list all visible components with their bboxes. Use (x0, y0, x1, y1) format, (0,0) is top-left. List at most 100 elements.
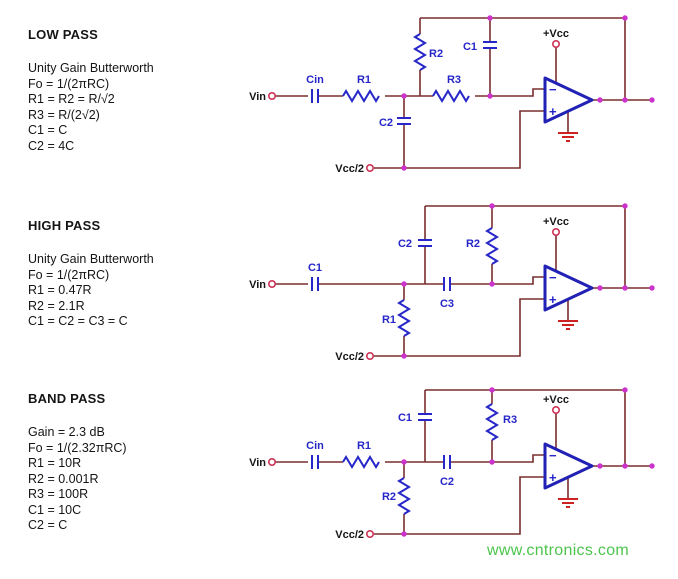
hp-vcc-label: +Vcc (543, 216, 569, 228)
bp-r3-resistor-symbol (485, 403, 499, 441)
lowpass-circuit: Vin Cin R1 R3 R2 C1 C2 +Vcc Vcc/2 − + (249, 15, 655, 175)
note-line: R1 = R2 = R/√2 (28, 92, 115, 106)
lp-c1-label: C1 (463, 41, 477, 53)
junction-dot (622, 387, 628, 393)
bp-vcc-label: +Vcc (543, 394, 569, 406)
junction-dot (649, 285, 655, 291)
hp-r1-resistor-symbol (397, 299, 411, 337)
lp-c2-label: C2 (379, 117, 393, 129)
note-line: Fo = 1/(2πRC) (28, 267, 110, 282)
bp-c2-label: C2 (440, 476, 454, 488)
junction-dot (649, 463, 655, 469)
lp-c1-capacitor-symbol (483, 41, 497, 49)
junction-dot (597, 463, 603, 469)
junction-dot (649, 97, 655, 103)
lp-cin-capacitor-symbol (311, 89, 319, 103)
hp-c1-label: C1 (308, 262, 322, 274)
bp-ground-icon (558, 498, 578, 508)
bandpass-title: BAND PASS (28, 391, 106, 406)
junction-dot (401, 93, 407, 99)
note-line: C2 = C (28, 518, 68, 532)
lp-cin-label: Cin (306, 74, 324, 86)
note-line: Gain = 2.3 dB (28, 425, 105, 439)
bp-r2-label: R2 (382, 491, 396, 503)
lp-vin-label: Vin (249, 91, 266, 103)
junction-dot (622, 285, 628, 291)
lp-opamp-minus: − (549, 82, 557, 97)
hp-r2-label: R2 (466, 238, 480, 250)
junction-dot (487, 15, 493, 21)
highpass-circuit: Vin C1 C3 C2 R2 R1 +Vcc Vcc/2 − + (249, 203, 655, 363)
note-line: R1 = 0.47R (28, 283, 92, 297)
bp-junction-dots (401, 387, 655, 537)
note-line: Unity Gain Butterworth (28, 252, 154, 266)
hp-opamp-triangle (543, 264, 594, 312)
lp-bias-label: Vcc/2 (335, 163, 364, 175)
lp-ground-icon (558, 132, 578, 142)
junction-dot (487, 93, 493, 99)
junction-dot (489, 459, 495, 465)
note-line: C2 = 4C (28, 138, 75, 153)
hp-vin-label: Vin (249, 279, 266, 291)
note-line: C1 = 10C (28, 502, 82, 517)
note-line: R3 = R/(2√2) (28, 107, 100, 122)
watermark-url: www.cntronics.com (487, 542, 630, 559)
bp-vin-label: Vin (249, 457, 266, 469)
junction-dot (622, 97, 628, 103)
bp-r1-label: R1 (357, 440, 371, 452)
lowpass-formulas: Unity Gain Butterworth Fo = 1/(2πRC) R1 … (28, 61, 258, 154)
hp-c3-label: C3 (440, 298, 454, 310)
hp-ground-icon (558, 320, 578, 330)
bp-c1-capacitor-symbol (418, 413, 432, 421)
bp-r3-label: R3 (503, 414, 517, 426)
hp-wires (275, 205, 653, 357)
bp-c2-capacitor-symbol (443, 455, 451, 469)
hp-vin-terminal (267, 279, 276, 288)
lp-vcc-label: +Vcc (543, 28, 569, 40)
bp-vcc-terminal (551, 405, 560, 414)
note-line: C1 = C2 = C3 = C (28, 314, 128, 328)
lowpass-notes: LOW PASS Unity Gain Butterworth Fo = 1/(… (28, 27, 258, 154)
junction-dot (622, 203, 628, 209)
junction-dot (401, 459, 407, 465)
lp-r2-resistor-symbol (413, 33, 427, 71)
hp-bias-label: Vcc/2 (335, 351, 364, 363)
hp-opamp-plus: + (549, 292, 557, 307)
hp-c2-capacitor-symbol (418, 239, 432, 247)
lp-c2-capacitor-symbol (397, 117, 411, 125)
bp-c1-label: C1 (398, 412, 412, 424)
hp-r1-label: R1 (382, 314, 396, 326)
lp-bias-terminal (365, 164, 374, 173)
junction-dot (489, 281, 495, 287)
junction-dot (401, 165, 407, 171)
bp-cin-capacitor-symbol (311, 455, 319, 469)
lp-r1-label: R1 (357, 74, 371, 86)
bp-wires (275, 389, 653, 535)
hp-vcc-terminal (551, 228, 560, 237)
lp-junction-dots (401, 15, 655, 171)
bandpass-circuit: Vin Cin R1 C2 C1 R3 R2 +Vcc Vcc/2 − + (249, 387, 655, 541)
junction-dot (489, 203, 495, 209)
junction-dot (401, 281, 407, 287)
junction-dot (597, 97, 603, 103)
highpass-notes: HIGH PASS Unity Gain Butterworth Fo = 1/… (28, 218, 258, 330)
junction-dot (622, 463, 628, 469)
lp-r2-label: R2 (429, 48, 443, 60)
lowpass-title: LOW PASS (28, 27, 98, 42)
bp-r1-resistor-symbol (342, 455, 380, 469)
lp-vin-terminal (267, 92, 276, 101)
hp-c2-label: C2 (398, 238, 412, 250)
bp-vin-terminal (267, 457, 276, 466)
bandpass-notes: BAND PASS Gain = 2.3 dB Fo = 1/(2.32πRC)… (28, 391, 258, 534)
hp-opamp-minus: − (549, 270, 557, 285)
highpass-title: HIGH PASS (28, 218, 101, 233)
bp-cin-label: Cin (306, 440, 324, 452)
highpass-formulas: Unity Gain Butterworth Fo = 1/(2πRC) R1 … (28, 252, 258, 330)
note-line: R2 = 0.001R (28, 471, 99, 486)
note-line: C1 = C (28, 123, 68, 137)
bp-opamp-plus: + (549, 470, 557, 485)
hp-c1-capacitor-symbol (311, 277, 319, 291)
lp-r3-label: R3 (447, 74, 461, 86)
note-line: R3 = 100R (28, 487, 89, 501)
